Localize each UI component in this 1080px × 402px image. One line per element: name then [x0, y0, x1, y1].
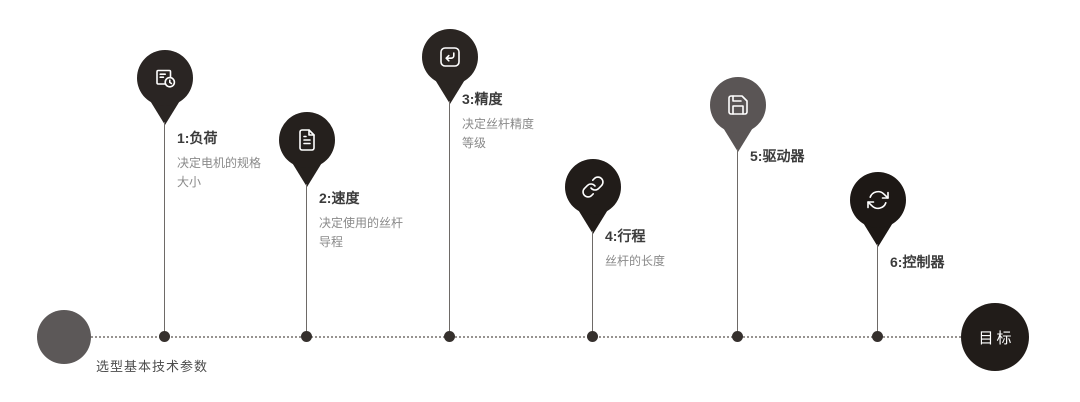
step-speed: 2:速度 决定使用的丝杆 导程	[277, 0, 467, 402]
step-load: 1:负荷 决定电机的规格 大小	[135, 0, 325, 402]
pin-marker	[137, 50, 193, 125]
end-label: 目标	[978, 329, 1015, 347]
step-precision: 3:精度 决定丝杆精度 等级	[420, 0, 610, 402]
connector-line	[877, 244, 878, 337]
save-icon	[728, 95, 748, 115]
pin-marker	[279, 112, 335, 187]
timeline-line	[64, 336, 964, 338]
step-stroke: 4:行程 丝杆的长度	[563, 0, 753, 402]
package-clock-icon	[156, 69, 176, 88]
step-desc: 决定丝杆精度 等级	[462, 117, 535, 150]
refresh-icon	[867, 190, 889, 210]
connector-line	[306, 184, 307, 337]
start-node	[37, 310, 91, 364]
pin-marker	[850, 172, 906, 247]
step-title: 3:精度	[462, 91, 503, 107]
pin-marker	[422, 29, 478, 104]
pin-marker	[565, 159, 621, 234]
link-icon	[582, 176, 604, 198]
step-desc: 决定使用的丝杆 导程	[319, 216, 404, 249]
step-title: 6:控制器	[890, 254, 945, 270]
step-driver: 5:驱动器	[708, 0, 898, 402]
step-desc: 决定电机的规格 大小	[177, 156, 262, 189]
start-label: 选型基本技术参数	[96, 359, 209, 374]
connector-line	[737, 149, 738, 337]
connector-line	[449, 101, 450, 337]
connector-line	[164, 122, 165, 337]
connector-line	[592, 231, 593, 337]
document-lines-icon	[299, 129, 315, 151]
end-node: 目标	[961, 303, 1029, 371]
step-title: 2:速度	[319, 190, 360, 206]
step-title: 4:行程	[605, 228, 646, 244]
step-title: 5:驱动器	[750, 148, 805, 164]
step-desc: 丝杆的长度	[605, 254, 666, 268]
pin-marker	[710, 77, 766, 152]
return-arrow-icon	[440, 47, 460, 67]
step-title: 1:负荷	[177, 130, 218, 146]
